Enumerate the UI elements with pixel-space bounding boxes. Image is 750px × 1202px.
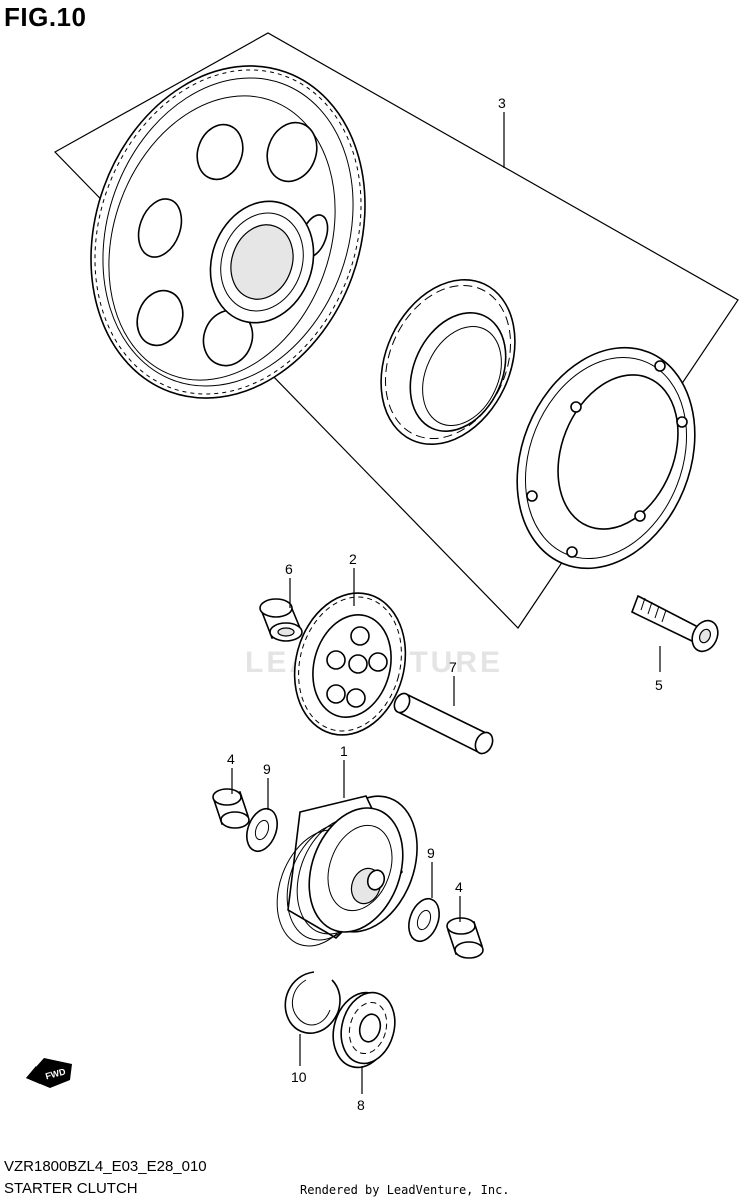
callout-2: 2: [349, 551, 357, 567]
callout-7: 7: [449, 659, 457, 675]
assembly-outline: [54, 32, 739, 629]
callout-4-right: 4: [455, 879, 463, 895]
washer-left[interactable]: [241, 805, 282, 856]
idle-gear-shaft[interactable]: [391, 691, 495, 756]
driven-gear[interactable]: [46, 27, 410, 437]
callout-3: 3: [498, 95, 506, 111]
hex-socket-bolt[interactable]: [630, 594, 723, 656]
bushing[interactable]: [259, 598, 303, 642]
figure-title: FIG.10: [4, 2, 87, 32]
idle-gear[interactable]: [279, 580, 421, 747]
callout-6: 6: [285, 561, 293, 577]
washer-right[interactable]: [403, 895, 444, 946]
model-code: VZR1800BZL4_E03_E28_010: [4, 1158, 207, 1175]
diagram-caption: STARTER CLUTCH: [4, 1180, 138, 1197]
callout-9-right: 9: [427, 845, 435, 861]
starter-clutch-assembly[interactable]: [262, 782, 435, 958]
render-credit: Rendered by LeadVenture, Inc.: [300, 1183, 510, 1197]
callout-8: 8: [357, 1097, 365, 1113]
callout-9-left: 9: [263, 761, 271, 777]
ball-bearing[interactable]: [325, 986, 402, 1074]
bushing-right[interactable]: [446, 917, 484, 959]
one-way-clutch[interactable]: [355, 258, 540, 466]
callout-1: 1: [340, 743, 348, 759]
fwd-arrow-icon: FWD: [26, 1058, 72, 1088]
callout-leaders: [231, 112, 661, 1094]
clutch-housing-ring[interactable]: [485, 321, 726, 595]
bushing-left[interactable]: [212, 788, 250, 829]
callout-5: 5: [655, 677, 663, 693]
circlip[interactable]: [284, 971, 341, 1034]
callout-4-left: 4: [227, 751, 235, 767]
callout-10: 10: [291, 1069, 307, 1085]
